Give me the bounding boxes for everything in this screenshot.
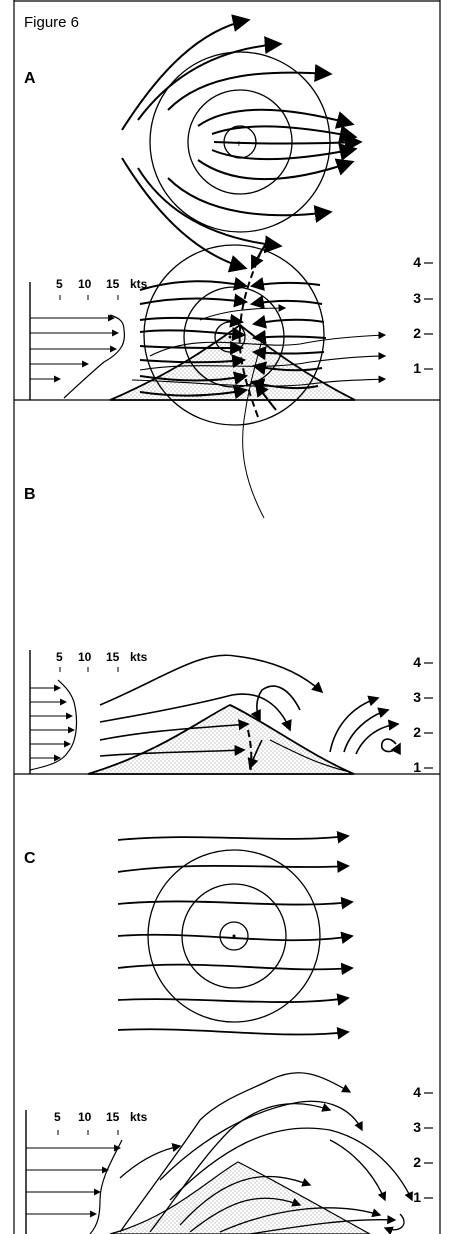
panel-b-plan-view bbox=[139, 239, 327, 519]
panel-c-cross-section bbox=[25, 1072, 433, 1234]
panel-a-plan-view: + bbox=[121, 14, 363, 273]
panel-c-plan-view bbox=[117, 830, 354, 1040]
svg-text:+: + bbox=[236, 139, 242, 150]
frame bbox=[13, 0, 441, 1234]
panel-b-cross-section bbox=[29, 650, 433, 775]
